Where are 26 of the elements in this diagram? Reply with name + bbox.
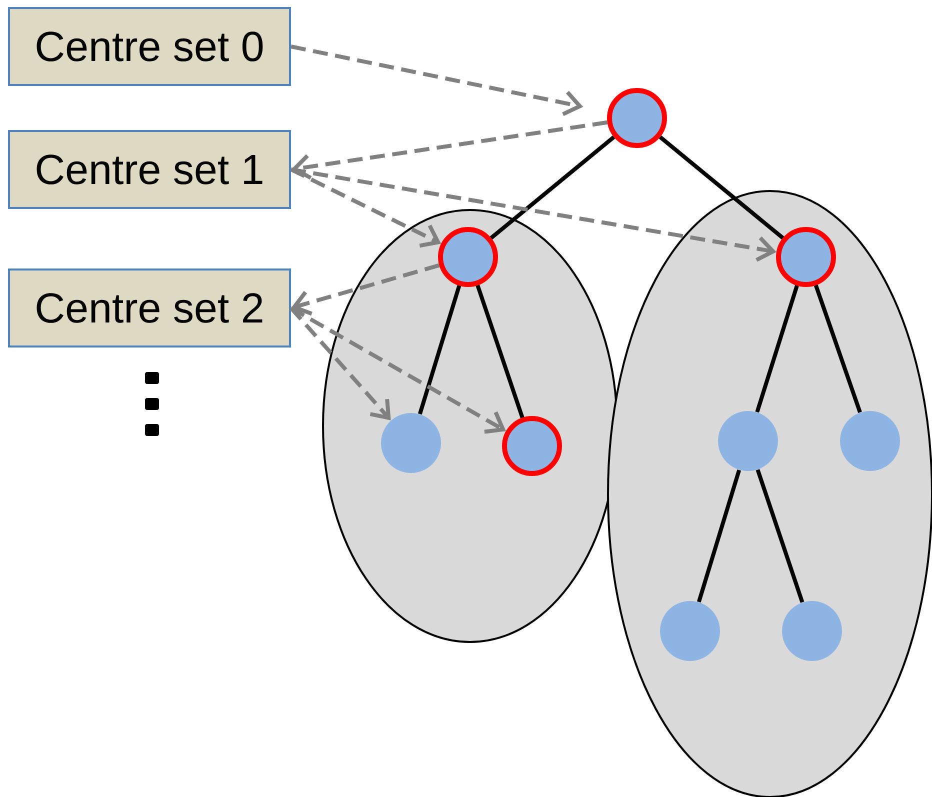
label-box: Centre set 0 [8,7,291,86]
tree-line [418,285,462,415]
arrow [291,263,440,316]
arrow [290,306,506,434]
tree-line [756,469,804,603]
tree-circle [660,601,720,661]
tree-line [490,136,616,240]
label-box: Centre set 1 [8,130,291,209]
tree-line [755,285,799,413]
arrow [291,120,608,180]
tree-circle [381,413,441,473]
group-ellipse [607,190,932,797]
highlighted-circle [607,88,667,148]
label-box: Centre set 2 [8,268,291,348]
arrow [290,168,442,248]
arrow [290,44,584,116]
tree-line [658,136,784,240]
tree-circle [718,411,778,471]
tree-circle [840,411,900,471]
arrow [290,168,776,262]
tree-line [476,284,524,418]
group-ellipse [322,209,618,643]
arrow [290,306,391,420]
tree-line [696,469,742,603]
tree-circle [782,601,842,661]
tree-line [814,284,862,413]
